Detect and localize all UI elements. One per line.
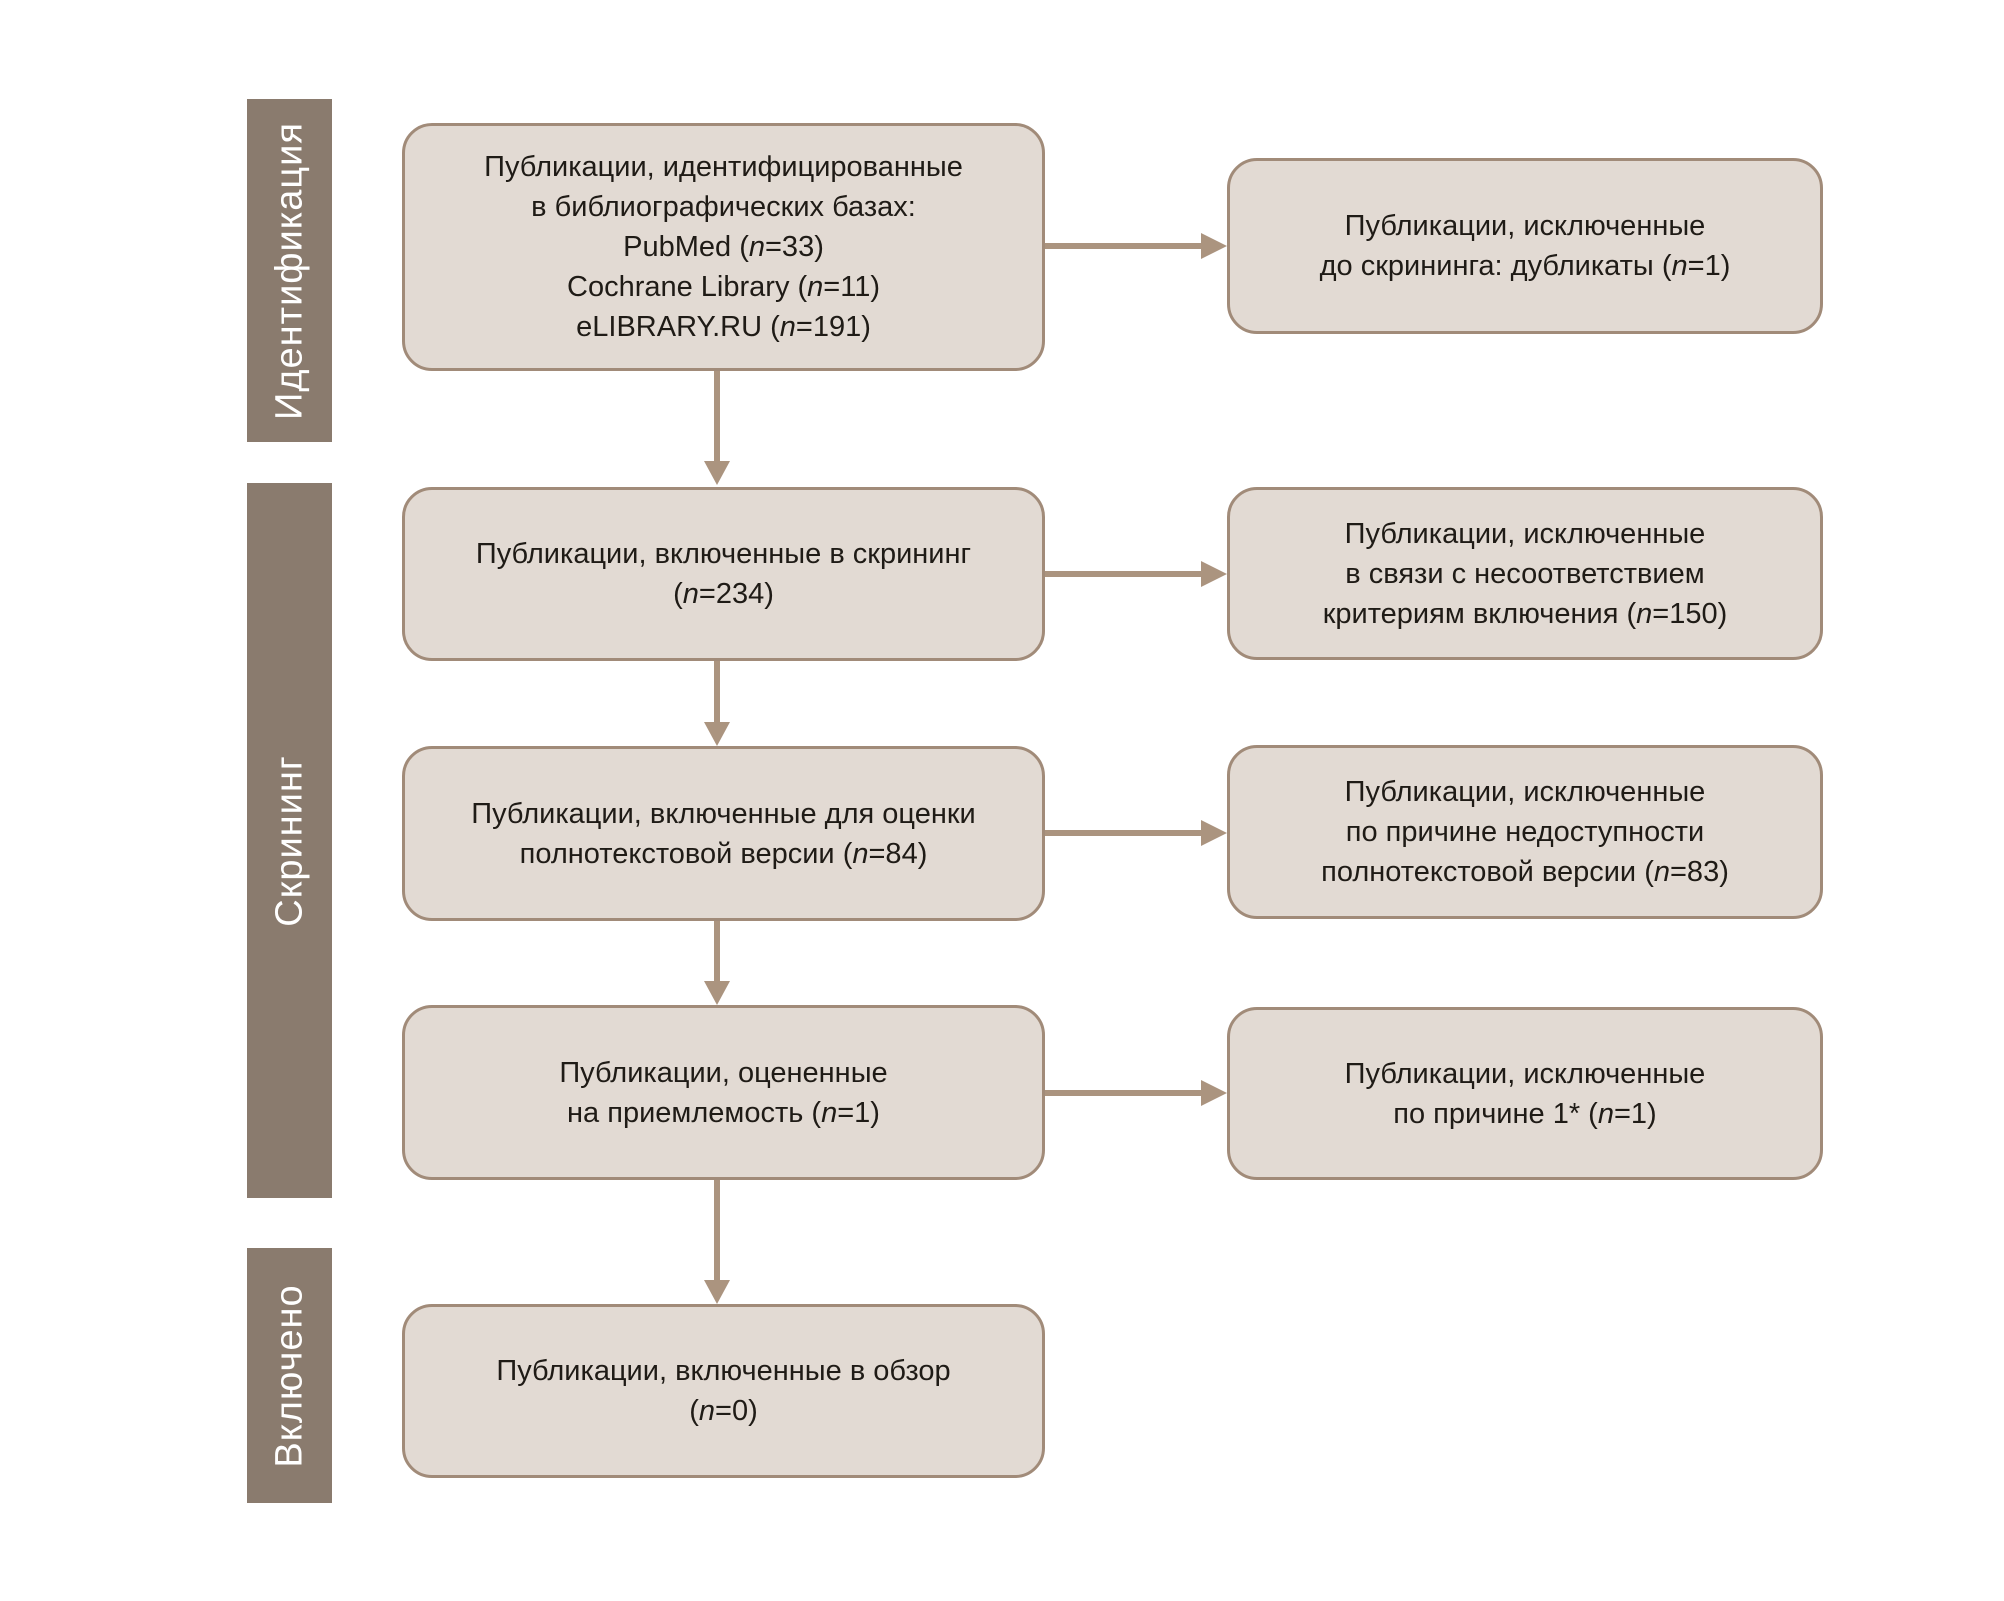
arrow-head-down-icon <box>704 1280 730 1304</box>
stage-bar-screening: Скрининг <box>247 483 332 1198</box>
arrow-head-down-icon <box>704 981 730 1005</box>
arrow-head-down-icon <box>704 722 730 746</box>
arrow-head-right-icon <box>1201 233 1227 259</box>
arrow-head-right-icon <box>1201 1080 1227 1106</box>
arrow-line <box>1045 571 1201 577</box>
box-included-in-review: Публикации, включенные в обзор(n=0) <box>402 1304 1045 1478</box>
arrow-head-right-icon <box>1201 820 1227 846</box>
arrow-line <box>714 661 720 722</box>
arrow-head-right-icon <box>1201 561 1227 587</box>
arrow-head-down-icon <box>704 461 730 485</box>
stage-label-included: Включено <box>268 1283 310 1468</box>
stage-label-identification: Идентификация <box>268 121 310 420</box>
stage-bar-identification: Идентификация <box>247 99 332 442</box>
arrow-line <box>714 921 720 981</box>
arrow-line <box>714 371 720 461</box>
arrow-line <box>714 1180 720 1280</box>
stage-bar-included: Включено <box>247 1248 332 1503</box>
box-screening-included: Публикации, включенные в скрининг(n=234) <box>402 487 1045 661</box>
arrow-line <box>1045 830 1201 836</box>
stage-label-screening: Скрининг <box>268 754 310 927</box>
arrow-line <box>1045 1090 1201 1096</box>
arrow-line <box>1045 243 1201 249</box>
